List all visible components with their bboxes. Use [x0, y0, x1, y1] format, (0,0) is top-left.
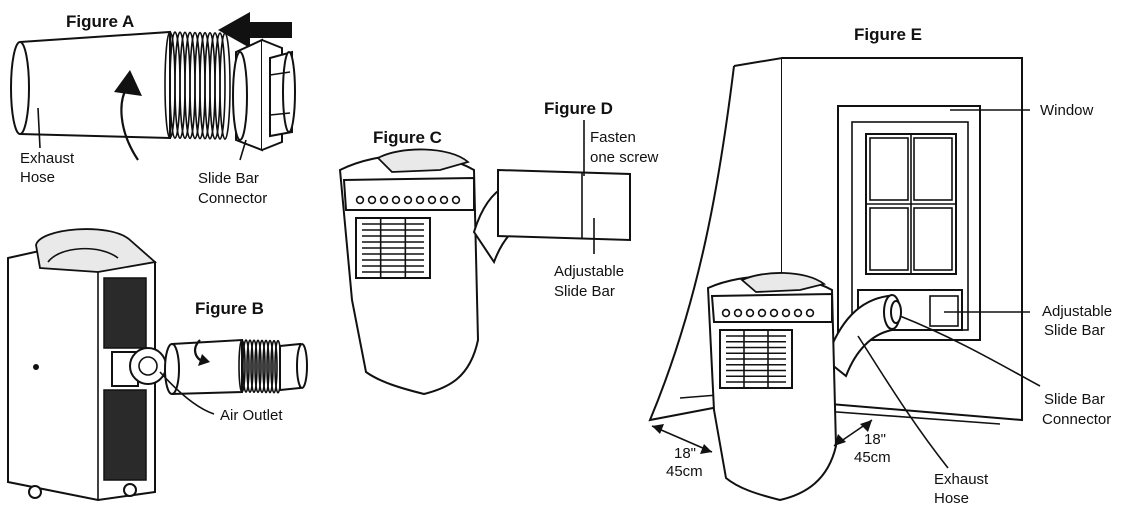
control-button — [757, 308, 767, 318]
fasten-label-line1: Fasten — [590, 129, 636, 146]
hose-rib — [258, 339, 266, 394]
figure-a-title: Figure A — [66, 12, 134, 31]
air-outlet-label: Air Outlet — [220, 407, 283, 424]
clearance-left-label-line2: 45cm — [666, 463, 703, 480]
adjustable-slide-bar-d-label-line1: Adjustable — [554, 263, 624, 280]
hose-rib — [262, 339, 270, 394]
adjustable-slide-bar-e-label-line1: Adjustable — [1042, 303, 1112, 320]
fasten-label-line2: one screw — [590, 149, 659, 166]
push-arrow-icon — [218, 12, 292, 48]
hose-rib — [219, 32, 231, 140]
slide-bar-connector-drawing — [232, 38, 296, 152]
slide-bar-connector-e-label-line2: Connector — [1042, 411, 1111, 428]
slide-bar-connector-e-label-line1: Slide Bar — [1044, 391, 1105, 408]
control-button — [781, 308, 791, 318]
clearance-left-label-line1: 18" — [674, 445, 696, 462]
figure-e-title: Figure E — [854, 25, 922, 44]
control-button — [427, 195, 437, 205]
figure-c-title: Figure C — [373, 128, 442, 147]
figure-d: Figure D Fasten one screw Adjustable Sli… — [497, 99, 659, 300]
control-button — [391, 195, 401, 205]
control-button — [367, 195, 377, 205]
hose-rib — [270, 339, 278, 394]
control-button — [733, 308, 743, 318]
window-drawing — [837, 105, 981, 341]
window-label: Window — [1040, 102, 1094, 119]
hose-rib — [266, 339, 274, 394]
exhaust-hose-e-label-line1: Exhaust — [934, 471, 989, 488]
control-button — [415, 195, 425, 205]
control-button — [805, 308, 815, 318]
hose-rib — [246, 339, 254, 393]
clearance-left-arrowhead-icon — [652, 424, 664, 434]
control-button — [451, 195, 461, 205]
clearance-right-label-line1: 18" — [864, 431, 886, 448]
ac-unit-front-c-drawing — [338, 148, 480, 396]
exhaust-hose-drawing — [10, 30, 231, 161]
control-button — [439, 195, 449, 205]
hose-rib — [254, 339, 262, 394]
exhaust-hose-e-drawing — [824, 294, 902, 378]
hose-rib — [214, 32, 226, 140]
exhaust-hose-e-label-line2: Hose — [934, 490, 969, 507]
exhaust-hose-b-drawing — [164, 338, 308, 395]
figure-a: Figure A Exhaust Hose Slide Bar Connec — [10, 12, 296, 207]
clearance-right-arrowhead-icon — [834, 434, 846, 446]
exhaust-hose-label-a-line2: Hose — [20, 169, 55, 186]
figure-d-title: Figure D — [544, 99, 613, 118]
control-button — [721, 308, 731, 318]
rotate-arrow-icon — [114, 70, 142, 96]
rotate-arrow-b-icon — [198, 354, 210, 366]
adjustable-slide-bar-d-drawing — [497, 168, 631, 242]
adjustable-slide-bar-d-label-line2: Slide Bar — [554, 283, 615, 300]
ac-unit-front-e-drawing — [706, 272, 838, 502]
control-button — [355, 195, 365, 205]
control-button — [793, 308, 803, 318]
hose-rib — [250, 339, 258, 394]
figure-e: Figure E — [648, 25, 1112, 507]
clearance-right-label-line2: 45cm — [854, 449, 891, 466]
exhaust-hose-label-a-line1: Exhaust — [20, 150, 75, 167]
control-button — [745, 308, 755, 318]
clearance-right-arrowhead2-icon — [860, 420, 872, 432]
hose-rib — [238, 339, 246, 393]
clearance-left-arrowhead2-icon — [700, 444, 712, 454]
hose-rib — [242, 339, 250, 393]
slide-bar-connector-label-a-line2: Connector — [198, 190, 267, 207]
adjustable-slide-bar-e-label-line2: Slide Bar — [1044, 322, 1105, 339]
figure-b: Figure B Air Outlet — [7, 228, 308, 502]
control-button — [403, 195, 413, 205]
ac-unit-back-drawing — [7, 228, 167, 502]
control-button — [769, 308, 779, 318]
control-button — [379, 195, 389, 205]
figure-c: Figure C — [338, 128, 558, 396]
slide-bar-connector-label-a-line1: Slide Bar — [198, 170, 259, 187]
figure-b-title: Figure B — [195, 299, 264, 318]
